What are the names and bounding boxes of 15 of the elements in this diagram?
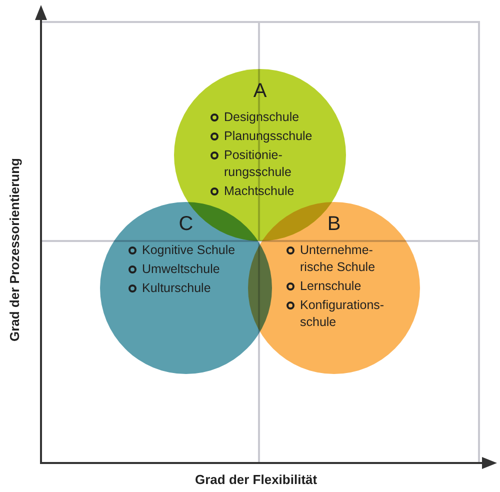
list-item: Positionie- rungsschule [224, 147, 292, 181]
list-item: Machtschule [224, 183, 294, 200]
circle-letter: A [253, 81, 267, 101]
list-item: Konfigurations- schule [300, 297, 386, 331]
list-item: Designschule [224, 109, 300, 126]
list-item: Planungsschule [224, 128, 312, 145]
list-item: Unternehme- rische Schule [300, 242, 376, 276]
list-item: Lernschule [300, 278, 362, 295]
axis-label: Grad der Prozessorientierung [6, 158, 24, 342]
list-item: Kulturschule [142, 280, 211, 297]
circle-letter: B [327, 214, 341, 234]
circle-letter: C [178, 214, 194, 234]
list-item: Kognitive Schule [142, 242, 236, 259]
list-item: Umweltschule [142, 261, 220, 278]
axis-label: Grad der Flexibilität [195, 471, 318, 489]
